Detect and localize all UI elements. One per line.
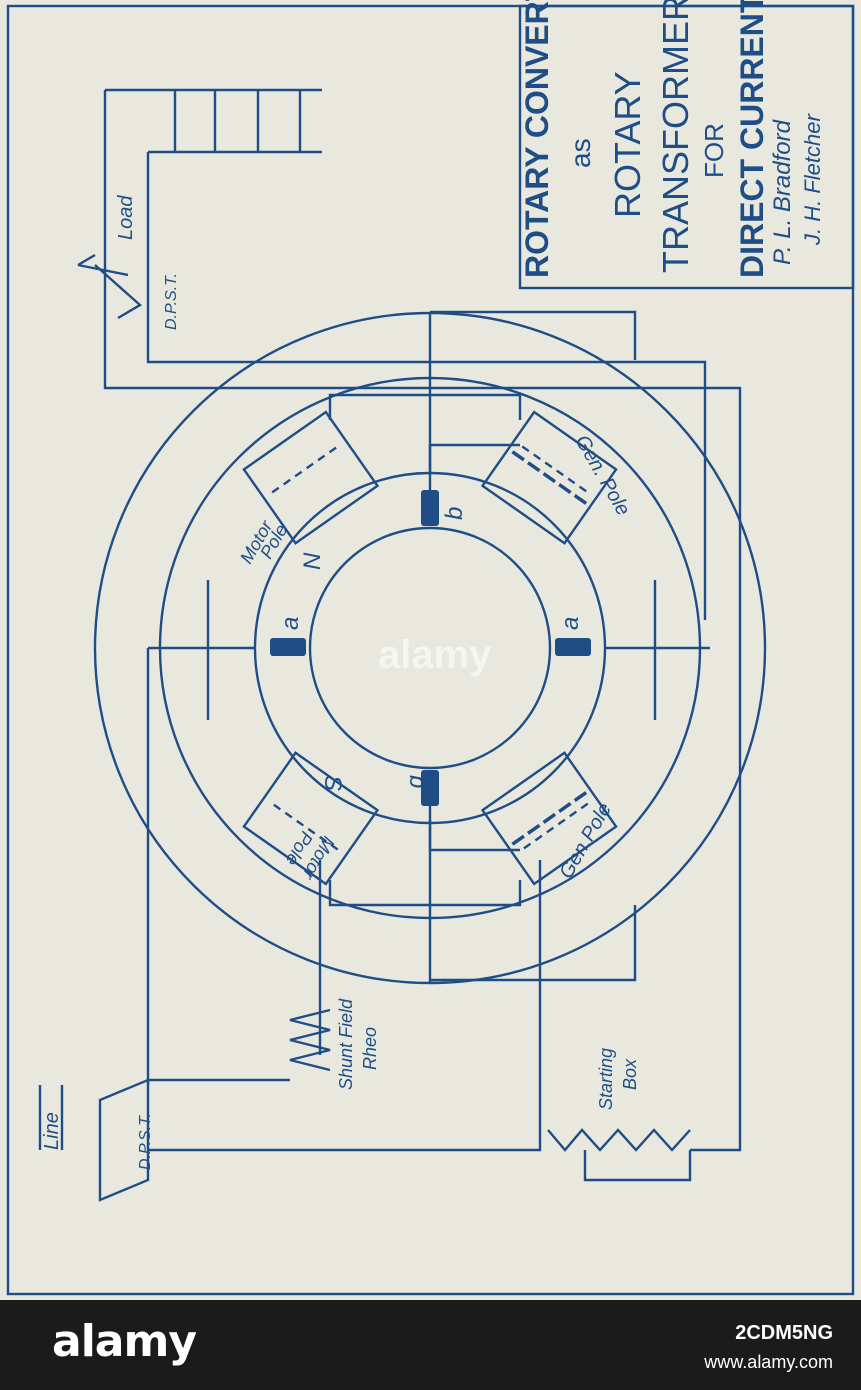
brush-a-left xyxy=(270,638,306,656)
signature-2: J. H. Fletcher xyxy=(800,113,825,246)
title-line-5: FOR xyxy=(699,123,729,178)
label-dpst-bottom: D.P.S.T. xyxy=(137,1113,154,1170)
title-block-border xyxy=(518,4,855,290)
label-brush-a-left: a xyxy=(277,617,304,630)
wiring-b-top xyxy=(428,443,520,490)
label-brush-b-top: b xyxy=(441,507,468,520)
label-shunt-field-2: Rheo xyxy=(360,1027,380,1070)
footer-bar xyxy=(0,1300,861,1390)
paper-background xyxy=(0,0,861,1300)
circuit-diagram: ROTARY CONVERTER as ROTARY TRANSFORMER F… xyxy=(6,0,855,1296)
gen-pole-top xyxy=(480,410,618,545)
title-line-1: ROTARY CONVERTER xyxy=(519,0,555,278)
label-brush-b-bottom: b xyxy=(404,775,431,788)
commutator-circle xyxy=(308,526,552,770)
image-id: 2CDM5NG xyxy=(735,1322,833,1344)
signature-1: P. L. Bradford xyxy=(769,119,796,265)
dpst-bottom-switch xyxy=(98,1078,150,1202)
wiring-right xyxy=(605,580,710,720)
rheo-feed xyxy=(148,860,322,1082)
shunt-field-rheo xyxy=(289,1008,331,1072)
label-load: Load xyxy=(115,195,137,240)
brush-a-right xyxy=(555,638,591,656)
load-wire-a xyxy=(103,88,742,915)
label-starting-box-2: Box xyxy=(620,1058,640,1090)
title-block-text: ROTARY CONVERTER as ROTARY TRANSFORMER F… xyxy=(519,0,770,278)
label-line: Line xyxy=(41,1112,63,1150)
label-n: N xyxy=(299,552,326,570)
label-starting-box-1: Starting xyxy=(596,1048,616,1110)
top-bus-right xyxy=(430,310,637,360)
image-url: www.alamy.com xyxy=(704,1352,833,1372)
title-line-2: as xyxy=(565,138,596,168)
watermark-center: alamy xyxy=(378,633,492,677)
starting-box-wiring xyxy=(430,905,742,1182)
wiring-b-bottom xyxy=(428,805,520,852)
alamy-logo: alamy xyxy=(52,1316,197,1367)
load-ladder xyxy=(173,90,302,152)
label-brush-a-right: a xyxy=(557,617,584,630)
load-wire-b xyxy=(146,150,707,620)
gen-pole-bottom xyxy=(480,751,618,886)
signatures: P. L. Bradford J. H. Fletcher xyxy=(769,113,825,265)
brush-b-top xyxy=(421,490,439,526)
wiring-top-loop xyxy=(328,313,522,475)
title-line-6: DIRECT CURRENT xyxy=(734,0,770,278)
label-gen-pole-top: Gen. Pole xyxy=(571,432,635,520)
motor-pole-bottom xyxy=(242,751,380,886)
title-line-4: TRANSFORMER xyxy=(655,0,696,273)
motor-pole-top xyxy=(242,410,380,545)
label-dpst-top: D.P.S.T. xyxy=(163,273,180,330)
wiring-bottom-loop xyxy=(328,820,522,983)
line-wire xyxy=(38,1085,64,1150)
wiring-left xyxy=(148,580,255,720)
label-s: S xyxy=(319,775,346,791)
title-line-3: ROTARY xyxy=(607,71,648,218)
frame-border xyxy=(6,4,855,1296)
starting-box-resistor xyxy=(547,1128,691,1152)
label-shunt-field-1: Shunt Field xyxy=(336,998,356,1090)
line-to-machine xyxy=(146,648,542,1152)
brush-b-bottom xyxy=(421,770,439,806)
dpst-top-switch xyxy=(77,253,143,320)
